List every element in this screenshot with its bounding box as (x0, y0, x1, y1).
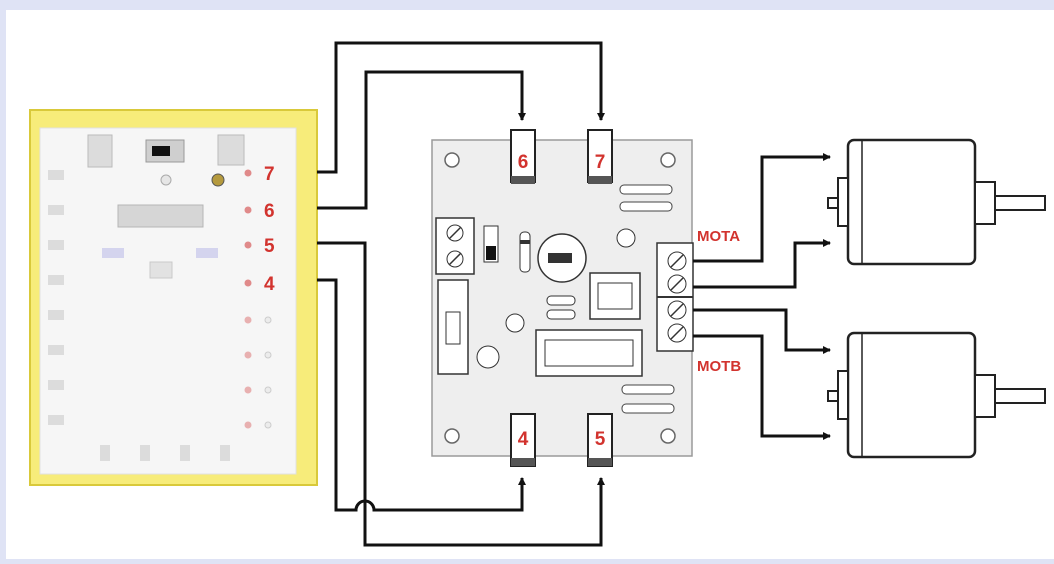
motor-icon (846, 138, 977, 266)
resistor-icon (619, 184, 673, 195)
connector-6-base (511, 176, 535, 184)
mounting-hole-icon (660, 152, 676, 168)
mounting-hole-icon (660, 428, 676, 444)
header-pin-icon (48, 345, 64, 355)
controller-board: 7 6 5 4 (29, 109, 318, 486)
component-icon (196, 248, 218, 258)
crystal-icon (546, 309, 576, 320)
connector-6-icon (510, 129, 536, 183)
wires (317, 41, 831, 547)
motor-shaft (994, 195, 1046, 211)
crystal-icon (546, 295, 576, 306)
resistor-icon (621, 403, 675, 414)
driver-top-connector-label-7: 7 (595, 152, 606, 173)
mota-label: MOTA (697, 228, 740, 245)
pin-dot (244, 351, 252, 359)
capacitor-marking (548, 253, 572, 263)
controller-pin-label-4: 4 (264, 274, 275, 295)
component-icon (476, 345, 500, 369)
driver-bottom-connector-label-4: 4 (518, 429, 529, 450)
header-pin-icon (48, 415, 64, 425)
component-icon (616, 228, 636, 248)
header-pin-icon (48, 275, 64, 285)
resistor-icon (621, 384, 675, 395)
header-pin-icon (48, 310, 64, 320)
wire-pin-7 (317, 41, 605, 174)
pin-dot (244, 421, 252, 429)
wire-motb-2 (693, 334, 831, 440)
component-icon (102, 248, 124, 258)
component-icon (505, 313, 525, 333)
usb-connector-icon (87, 134, 113, 168)
header-pin-icon (100, 445, 110, 461)
diode-icon (519, 231, 531, 273)
resistor-icon (619, 201, 673, 212)
controller-pcb (39, 127, 297, 475)
wire-pin-6 (317, 70, 526, 210)
wire-pin-4 (317, 278, 526, 512)
motor-shaft (994, 388, 1046, 404)
jumper-cap-icon (486, 246, 496, 260)
switch-knob-icon (152, 146, 170, 156)
motor-b (827, 331, 1046, 459)
component-icon (149, 261, 173, 279)
mounting-hole-icon (444, 152, 460, 168)
header-pin-icon (140, 445, 150, 461)
header-pin-icon (48, 205, 64, 215)
pin-dot (264, 386, 272, 394)
pin-dot (264, 316, 272, 324)
led-icon (160, 174, 172, 186)
controller-pin-label-6: 6 (264, 201, 275, 222)
pin-dot (244, 386, 252, 394)
pin-dot (264, 421, 272, 429)
wire-mota-2 (693, 239, 831, 289)
power-jack-icon (217, 134, 245, 166)
wire-pin-5 (317, 241, 605, 547)
motor-a (827, 138, 1046, 266)
header-pin-icon (48, 380, 64, 390)
pin-dot (244, 241, 252, 249)
motb-label: MOTB (697, 358, 741, 375)
wire-mota-1 (693, 153, 831, 263)
pin-dot (244, 169, 252, 177)
connector-4-base (511, 458, 535, 466)
motor-icon (846, 331, 977, 459)
connector-7-icon (587, 129, 613, 183)
header-pin-icon (48, 170, 64, 180)
header-pin-icon (180, 445, 190, 461)
connector-7-base (588, 176, 612, 184)
driver-bottom-connector-label-5: 5 (595, 429, 606, 450)
connector-5-icon (587, 413, 613, 467)
motor-driver-board: 6 7 4 5 (431, 129, 741, 467)
controller-pin-label-7: 7 (264, 164, 275, 185)
controller-pin-label-5: 5 (264, 236, 275, 257)
driver-top-connector-label-6: 6 (518, 152, 529, 173)
potentiometer-icon (211, 173, 225, 187)
connector-5-base (588, 458, 612, 466)
header-pin-icon (220, 445, 230, 461)
chip-icon (117, 204, 204, 228)
mounting-hole-icon (444, 428, 460, 444)
pin-dot (244, 206, 252, 214)
pin-dot (264, 351, 272, 359)
pin-dot (244, 316, 252, 324)
header-pin-icon (48, 240, 64, 250)
pin-dot (244, 279, 252, 287)
wire-motb-1 (693, 308, 831, 354)
